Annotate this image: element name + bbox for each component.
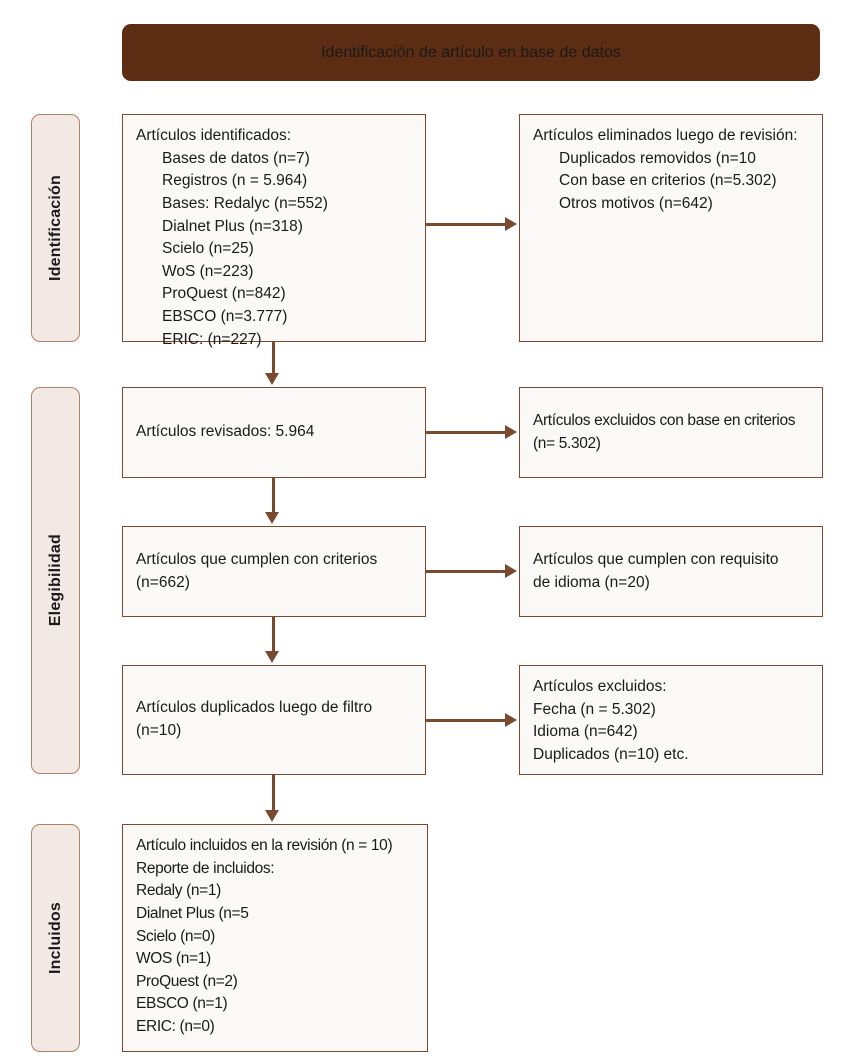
box-line: Otros motivos (n=642) xyxy=(559,194,713,212)
box-line: Artículo incluidos en la revisión (n = 1… xyxy=(136,837,393,854)
arrow-identificados-to-eliminados xyxy=(426,223,507,226)
box-line: Duplicados removidos (n=10 xyxy=(559,149,756,167)
flow-box-articulos-excluidos-criterios: Artículos excluidos con base en criterio… xyxy=(519,387,823,478)
box-line: ERIC: (n=227) xyxy=(162,330,262,348)
box-line: EBSCO (n=1) xyxy=(136,995,228,1013)
box-line: Bases: Redalyc (n=552) xyxy=(162,194,328,212)
box-line: (n= 5.302) xyxy=(533,434,601,452)
box-line: Artículos revisados: 5.964 xyxy=(136,423,315,441)
arrow-duplicados-filtro-to-excluidos-lista xyxy=(426,719,507,722)
box-line: EBSCO (n=3.777) xyxy=(162,308,288,325)
arrow-cumplen-criterios-to-duplicados-filtro xyxy=(272,617,275,653)
arrow-head-icon xyxy=(265,512,279,524)
arrow-head-icon xyxy=(505,217,517,231)
stage-label-text: Elegibilidad xyxy=(46,534,64,627)
box-line: Artículos duplicados luego de filtro xyxy=(136,699,373,717)
arrow-head-icon xyxy=(505,564,517,578)
arrow-revisados-to-excluidos-criterios xyxy=(426,431,507,434)
arrow-head-icon xyxy=(265,651,279,663)
box-line: Scielo (n=25) xyxy=(162,240,254,258)
box-line: Redaly (n=1) xyxy=(136,882,221,900)
box-line: WOS (n=1) xyxy=(136,950,211,968)
stage-label-identificacion: Identificación xyxy=(31,114,80,342)
stage-label-text: Identificación xyxy=(46,175,64,281)
arrow-revisados-to-cumplen-criterios xyxy=(272,478,275,514)
box-line: Dialnet Plus (n=318) xyxy=(162,217,303,235)
arrow-duplicados-filtro-to-incluidos xyxy=(272,775,275,812)
box-line: Bases de datos (n=7) xyxy=(162,149,310,167)
flow-box-articulos-cumplen-criterios: Artículos que cumplen con criterios (n=6… xyxy=(122,526,426,617)
flow-box-articulos-eliminados: Artículos eliminados luego de revisión: … xyxy=(519,114,823,342)
stage-label-elegibilidad: Elegibilidad xyxy=(31,387,80,774)
flow-box-articulos-identificados: Artículos identificados: Bases de datos … xyxy=(122,114,426,348)
box-line: Duplicados (n=10) etc. xyxy=(533,745,689,763)
arrow-cumplen-criterios-to-requisito-idioma xyxy=(426,570,507,573)
box-line: (n=10) xyxy=(136,722,182,739)
box-line: Fecha (n = 5.302) xyxy=(533,700,656,718)
arrow-head-icon xyxy=(265,810,279,822)
diagram-header-banner: Identificación de artículo en base de da… xyxy=(122,24,820,81)
box-line: ProQuest (n=842) xyxy=(162,285,286,303)
box-line: (n=662) xyxy=(136,573,190,591)
box-line: Con base en criterios (n=5.302) xyxy=(559,172,777,190)
arrow-head-icon xyxy=(505,713,517,727)
flow-box-articulos-incluidos-revision: Artículo incluidos en la revisión (n = 1… xyxy=(122,824,428,1052)
box-line: ProQuest (n=2) xyxy=(136,972,238,990)
box-line: ERIC: (n=0) xyxy=(136,1018,215,1035)
flow-box-articulos-duplicados-filtro: Artículos duplicados luego de filtro (n=… xyxy=(122,665,426,775)
arrow-head-icon xyxy=(265,373,279,385)
box-line: Idioma (n=642) xyxy=(533,723,638,741)
stage-label-incluidos: Incluidos xyxy=(31,824,80,1052)
box-line: Artículos que cumplen con criterios xyxy=(136,550,378,568)
arrow-head-icon xyxy=(505,425,517,439)
box-line: Scielo (n=0) xyxy=(136,927,215,945)
arrow-identificados-to-revisados xyxy=(272,342,275,375)
box-line: de idioma (n=20) xyxy=(533,573,650,591)
page-title: Identificación de artículo en base de da… xyxy=(321,43,621,61)
flow-box-articulos-revisados: Artículos revisados: 5.964 xyxy=(122,387,426,478)
flow-box-articulos-excluidos-lista: Artículos excluidos: Fecha (n = 5.302) I… xyxy=(519,665,823,775)
box-line: Artículos eliminados luego de revisión: xyxy=(533,127,798,144)
box-line: Artículos que cumplen con requisito xyxy=(533,550,779,568)
box-line: Registros (n = 5.964) xyxy=(162,172,308,190)
box-line: Reporte de incluidos: xyxy=(136,859,275,877)
flow-box-articulos-requisito-idioma: Artículos que cumplen con requisito de i… xyxy=(519,526,823,617)
box-line: Artículos excluidos: xyxy=(533,678,667,695)
stage-label-text: Incluidos xyxy=(46,901,64,975)
box-line: WoS (n=223) xyxy=(162,262,254,280)
box-line: Dialnet Plus (n=5 xyxy=(136,904,249,922)
box-line: Artículos excluidos con base en criterio… xyxy=(533,411,796,429)
box-line: Artículos identificados: xyxy=(136,127,292,144)
